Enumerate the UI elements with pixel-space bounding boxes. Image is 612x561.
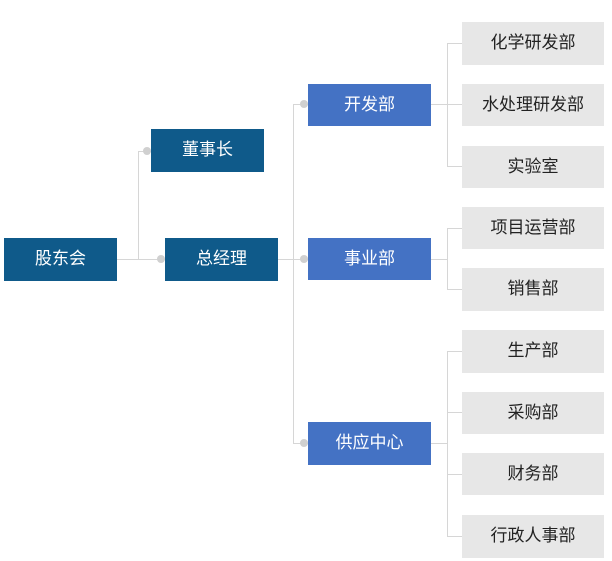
connector-dept-3-out [431, 443, 448, 444]
node-chemical-rnd: 化学研发部 [462, 22, 604, 65]
connector-dept-3-vertical [447, 351, 448, 537]
node-admin-hr: 行政人事部 [462, 515, 604, 558]
connector-root-out [117, 259, 138, 260]
node-water-treatment-rnd: 水处理研发部 [462, 84, 604, 126]
connector-dot-dept-1 [300, 100, 308, 108]
node-dept-supply-center: 供应中心 [308, 422, 431, 465]
node-finance: 财务部 [462, 453, 604, 495]
connector-d1-c2 [447, 104, 462, 105]
node-general-manager: 总经理 [165, 238, 278, 281]
connector-dot-chairman [143, 147, 151, 155]
connector-gm-out [278, 259, 293, 260]
connector-l2-vertical [138, 151, 139, 260]
connector-dept-2-out [431, 259, 448, 260]
connector-dept-2-vertical [447, 228, 448, 290]
node-sales: 销售部 [462, 268, 604, 311]
connector-d2-c2 [447, 289, 462, 290]
node-production: 生产部 [462, 330, 604, 373]
node-chairman: 董事长 [151, 129, 264, 172]
connector-d3-c2 [447, 412, 462, 413]
connector-dot-dept-2 [300, 255, 308, 263]
connector-d2-c1 [447, 228, 462, 229]
node-laboratory: 实验室 [462, 146, 604, 188]
connector-d3-c4 [447, 536, 462, 537]
node-dept-development: 开发部 [308, 84, 431, 126]
node-dept-business: 事业部 [308, 238, 431, 280]
connector-d1-c3 [447, 166, 462, 167]
node-procurement: 采购部 [462, 392, 604, 434]
connector-d1-c1 [447, 43, 462, 44]
connector-dept-1-out [431, 104, 448, 105]
node-project-operations: 项目运营部 [462, 207, 604, 249]
connector-d3-c1 [447, 351, 462, 352]
connector-to-gm [138, 259, 165, 260]
connector-d3-c3 [447, 474, 462, 475]
node-shareholders-meeting: 股东会 [4, 238, 117, 281]
connector-dept-1-vertical [447, 43, 448, 167]
connector-dot-gm [157, 255, 165, 263]
connector-l3-vertical [293, 104, 294, 444]
connector-dot-dept-3 [300, 439, 308, 447]
